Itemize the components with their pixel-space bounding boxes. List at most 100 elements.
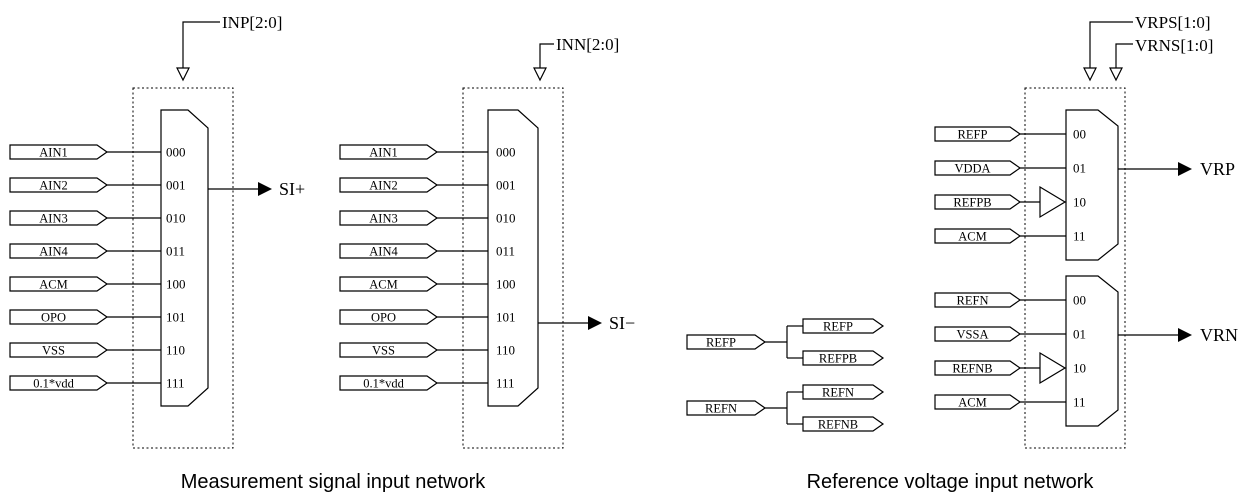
splitter-0-output-0-shape [802, 318, 885, 334]
mux-inn-input-6-shape [339, 342, 439, 358]
mux-inp-input-0-shape [9, 144, 109, 160]
mux-vrn-output-arrow [1178, 328, 1192, 342]
mux-inp-code-3: 011 [166, 244, 185, 259]
mux-inp-code-1: 001 [166, 178, 186, 193]
mux-inp-code-7: 111 [166, 376, 185, 391]
mux-inn-input-1-label: AIN2 [369, 179, 397, 193]
mux-inp-input-3-shape [9, 243, 109, 259]
mux-vrn-input-0-shape [934, 292, 1022, 308]
mux-inp-input-6: VSS [9, 342, 109, 358]
mux-inn-select-arrow [533, 67, 547, 82]
mux-vrn-input-2-shape [934, 360, 1022, 376]
mux-vrp-body [1065, 109, 1119, 261]
mux-inn-input-3-label: AIN4 [369, 245, 398, 259]
mux-inp-input-3-label: AIN4 [39, 245, 68, 259]
mux-inn-select-boundary [462, 87, 564, 449]
vrps-select-label: VRPS[1:0] [1135, 13, 1211, 32]
mux-inn-input-4-label: ACM [369, 278, 397, 292]
mux-inn-input-5: OPO [339, 309, 439, 325]
mux-inp-input-0: AIN1 [9, 144, 109, 160]
mux-inp-select-boundary [132, 87, 234, 449]
mux-inp-select-label: INP[2:0] [222, 13, 282, 32]
mux-vrp-input-0-label: REFP [958, 128, 988, 142]
mux-vrp-input-2-shape [934, 194, 1022, 210]
splitter-0-input: REFP [686, 334, 767, 350]
mux-vrn-output-label: VRN [1200, 325, 1238, 345]
mux-vrn-input-3-shape [934, 394, 1022, 410]
mux-inp-code-4: 100 [166, 277, 186, 292]
mux-inn-input-0-shape [339, 144, 439, 160]
mux-inn-input-3-shape [339, 243, 439, 259]
mux-vrp-code-2: 10 [1073, 195, 1086, 210]
splitter-0-input-label: REFP [706, 336, 736, 350]
mux-inp-input-5-shape [9, 309, 109, 325]
mux-inp-input-5: OPO [9, 309, 109, 325]
mux-inp-code-2: 010 [166, 211, 186, 226]
mux-inn-input-1: AIN2 [339, 177, 439, 193]
mux-inn-input-2-shape [339, 210, 439, 226]
splitter-1-output-1-label: REFNB [818, 418, 858, 432]
mux-inp-code-6: 110 [166, 343, 185, 358]
mux-vrp-input-1-shape [934, 160, 1022, 176]
mux-vrp-code-1: 01 [1073, 161, 1086, 176]
mux-inp-input-7: 0.1*vdd [9, 375, 109, 391]
splitter-0-output-0: REFP [802, 318, 885, 334]
splitter-0-output-0-label: REFP [823, 320, 853, 334]
mux-inn-input-0: AIN1 [339, 144, 439, 160]
mux-inp-input-7-label: 0.1*vdd [33, 377, 74, 391]
mux-inn-input-2: AIN3 [339, 210, 439, 226]
mux-vrn-input-2: REFNB [934, 360, 1022, 376]
measurement-network-caption: Measurement signal input network [181, 471, 487, 493]
mux-inn-code-5: 101 [496, 310, 516, 325]
mux-inp-input-2-shape [9, 210, 109, 226]
mux-inp-input-3: AIN4 [9, 243, 109, 259]
mux-inn-input-6: VSS [339, 342, 439, 358]
splitter-1-output-0-label: REFN [822, 386, 854, 400]
mux-vrn-input-1-label: VSSA [957, 328, 989, 342]
mux-inn-code-6: 110 [496, 343, 515, 358]
mux-inn-input-3: AIN4 [339, 243, 439, 259]
mux-inp-input-6-label: VSS [42, 344, 65, 358]
mux-vrp-output-label: VRP [1200, 159, 1235, 179]
mux-inn-code-4: 100 [496, 277, 516, 292]
mux-vrn-code-0: 00 [1073, 293, 1086, 308]
mux-vrp-input-2: REFPB [934, 194, 1022, 210]
mux-inp-input-4: ACM [9, 276, 109, 292]
mux-inn-select-wire [539, 43, 554, 68]
vrns-select-label: VRNS[1:0] [1135, 36, 1213, 55]
vrns-select-arrow [1109, 67, 1123, 82]
reference-select: VRPS[1:0] VRNS[1:0] [1024, 13, 1213, 449]
splitter-0-output-1-shape [802, 350, 885, 366]
mux-inn-code-1: 001 [496, 178, 516, 193]
reference-select-boundary [1024, 87, 1126, 449]
splitter-0: REFP REFP REFPB [686, 318, 885, 366]
mux-vrp-input-3-label: ACM [958, 230, 986, 244]
mux-vrn-body [1065, 275, 1119, 427]
mux-inn-output-arrow [588, 316, 602, 330]
splitter-0-output-1: REFPB [802, 350, 885, 366]
mux-inp-select-wire [182, 21, 220, 68]
mux-inp-input-2: AIN3 [9, 210, 109, 226]
mux-inp-input-1: AIN2 [9, 177, 109, 193]
mux-vrp-input-1-label: VDDA [954, 162, 990, 176]
mux-inp-input-1-shape [9, 177, 109, 193]
mux-vrn-code-2: 10 [1073, 361, 1086, 376]
mux-inp-input-2-label: AIN3 [39, 212, 67, 226]
mux-inn-code-3: 011 [496, 244, 515, 259]
splitter-1-output-0-shape [802, 384, 885, 400]
mux-inn-input-7: 0.1*vdd [339, 375, 439, 391]
mux-vrp-input-3: ACM [934, 228, 1022, 244]
mux-vrn-input-2-label: REFNB [952, 362, 992, 376]
splitter-0-input-shape [686, 334, 767, 350]
mux-inn-input-5-label: OPO [371, 311, 396, 325]
splitter-1-output-0: REFN [802, 384, 885, 400]
mux-inn-input-4-shape [339, 276, 439, 292]
vrns-select-wire [1115, 43, 1133, 68]
